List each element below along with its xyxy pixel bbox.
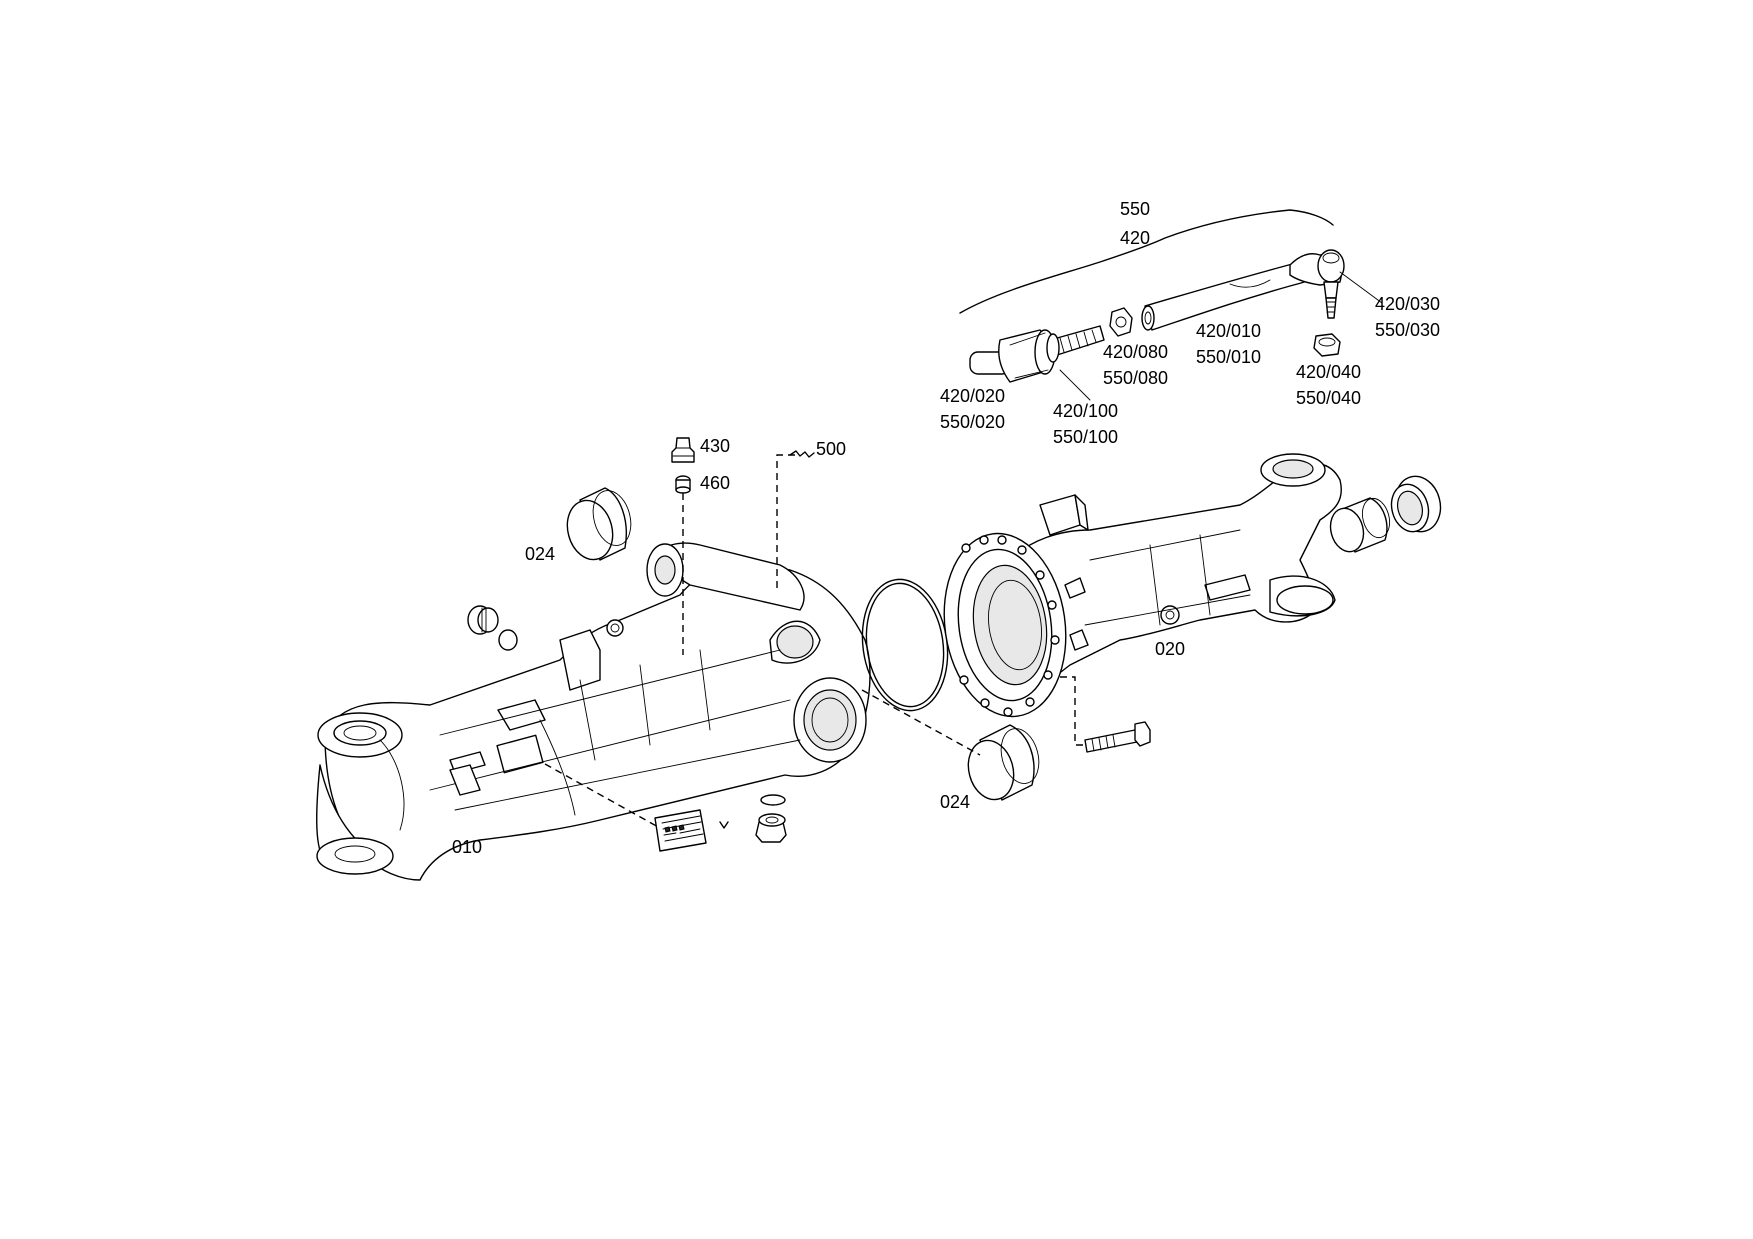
label-500: 500 (816, 439, 846, 459)
hex-nut-right (1313, 333, 1341, 357)
plug-with-o-ring (467, 605, 518, 651)
tie-rod-end-left (969, 329, 1056, 383)
bushing-right (1329, 497, 1391, 553)
bushing-middle (967, 724, 1040, 801)
label-550: 550 (1120, 199, 1150, 219)
label-420-030: 420/030 (1375, 294, 1440, 314)
label-430: 430 (700, 436, 730, 456)
label-024-middle: 024 (940, 792, 970, 812)
label-420-100: 420/100 (1053, 401, 1118, 421)
flange-bolt-holes (959, 535, 1060, 717)
clip-fastener (789, 450, 815, 458)
label-550-040: 550/040 (1296, 388, 1361, 408)
seal-ring-right (1390, 475, 1442, 533)
tie-rod-assembly (959, 209, 1383, 401)
threaded-stud (1046, 325, 1105, 363)
label-460: 460 (700, 473, 730, 493)
axle-housing-right (943, 453, 1342, 718)
label-550-030: 550/030 (1375, 320, 1440, 340)
label-020: 020 (1155, 639, 1185, 659)
hex-bolt (1084, 721, 1151, 753)
tie-rod-end-right (1289, 249, 1345, 319)
label-550-020: 550/020 (940, 412, 1005, 432)
label-420-080: 420/080 (1103, 342, 1168, 362)
label-420-040: 420/040 (1296, 362, 1361, 382)
label-420-020: 420/020 (940, 386, 1005, 406)
label-010: 010 (452, 837, 482, 857)
bushing-top-left (566, 487, 632, 561)
tie-rod-tube (1141, 259, 1331, 331)
label-024-top: 024 (525, 544, 555, 564)
breather-valve (671, 437, 695, 463)
assembly-bracket (959, 209, 1334, 314)
label-550-100: 550/100 (1053, 427, 1118, 447)
label-420-010: 420/010 (1196, 321, 1261, 341)
label-550-080: 550/080 (1103, 368, 1168, 388)
label-420: 420 (1120, 228, 1150, 248)
name-plate (654, 809, 729, 852)
reducer-fitting (675, 475, 691, 494)
label-550-010: 550/010 (1196, 347, 1261, 367)
assembly-lines (544, 454, 1085, 829)
axle-housing-left (316, 542, 871, 881)
callout-labels: 550 420 420/020 550/020 420/100 550/100 … (452, 199, 1440, 857)
drain-plug (755, 794, 787, 843)
hex-nut-left (1109, 307, 1133, 337)
